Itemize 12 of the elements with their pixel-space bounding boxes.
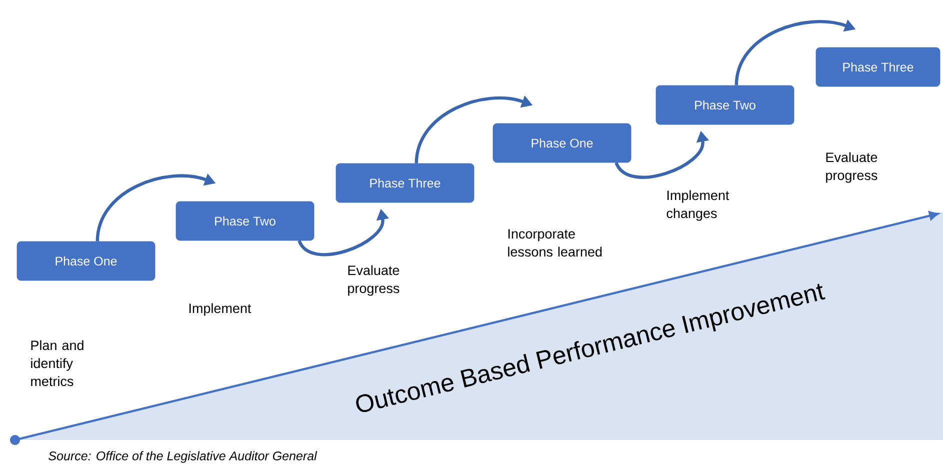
- phase-box: Phase One: [16, 241, 156, 281]
- phase-box: Phase Three: [816, 47, 940, 87]
- step-label: Evaluate progress: [348, 265, 400, 296]
- step-label: Evaluate progress: [826, 152, 878, 183]
- phase-box: Phase Two: [656, 85, 794, 125]
- phase-box: Phase One: [492, 123, 632, 163]
- step-label: Plan and identify metrics: [31, 340, 84, 386]
- source-caption: Source: Office of the Legislative Auditor General: [48, 451, 318, 463]
- phase-box: Phase Two: [176, 201, 314, 241]
- step-label: Implement: [189, 303, 252, 316]
- phase-box: Phase Three: [336, 163, 474, 203]
- step-label: Incorporate lessons learned: [508, 229, 602, 257]
